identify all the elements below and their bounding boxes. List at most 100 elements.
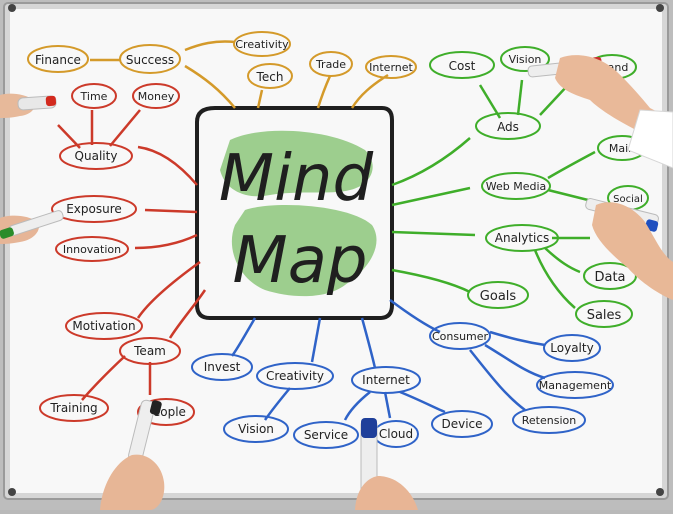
blue-connector	[383, 391, 392, 419]
analytics-label: Analytics	[495, 231, 550, 245]
green-connector	[391, 186, 471, 207]
green-marker-cap	[0, 227, 14, 239]
vision-label: Vision	[509, 53, 542, 66]
training-label: Training	[49, 401, 97, 415]
black-marker-tip	[149, 400, 162, 416]
service-node	[293, 421, 359, 449]
frame-corner	[656, 488, 664, 496]
blue-connector	[389, 298, 441, 334]
blue-marker-cap	[361, 418, 377, 438]
management-label: Management	[539, 379, 612, 392]
sales-node	[575, 300, 633, 328]
blue-connector	[484, 343, 546, 380]
blue-connector	[360, 317, 377, 369]
internet-node	[365, 55, 417, 79]
time-node	[71, 83, 117, 109]
internet-label: Internet	[369, 61, 413, 74]
center-highlight	[231, 205, 377, 297]
blue-connector	[310, 317, 322, 363]
frame-corner	[8, 488, 16, 496]
analytics-node	[485, 224, 559, 252]
vision-blue-label: Vision	[238, 422, 274, 436]
center-title-line1: Mind	[219, 142, 374, 216]
motivation-node	[65, 312, 143, 340]
exposure-node	[51, 195, 137, 223]
blue-connector	[343, 391, 371, 421]
people-node	[137, 398, 195, 426]
red-connector	[134, 233, 198, 250]
motivation-label: Motivation	[72, 319, 135, 333]
sleeve-right	[627, 109, 673, 169]
orange-connector	[184, 40, 236, 52]
ads-node	[475, 112, 541, 140]
red-connector	[168, 289, 207, 339]
creativity-label: Creativity	[235, 38, 289, 51]
success-node	[119, 44, 181, 74]
hand-right	[585, 198, 673, 300]
loyalty-node	[543, 334, 601, 362]
cloud-label: Cloud	[379, 427, 413, 441]
web-media-node	[481, 172, 551, 200]
green-connector	[391, 137, 471, 187]
innovation-node	[55, 236, 129, 262]
device-node	[431, 410, 493, 438]
creativity-blue-label: Creativity	[266, 369, 324, 383]
green-connector	[391, 268, 471, 294]
orange-connector	[256, 89, 264, 109]
loyalty-label: Loyalty	[550, 341, 593, 355]
cost-label: Cost	[449, 59, 476, 73]
invest-node	[191, 353, 253, 381]
trade-label: Trade	[315, 58, 346, 71]
hand-bottom-left	[100, 399, 165, 510]
red-connector	[144, 208, 198, 214]
blue-connector	[230, 317, 257, 357]
orange-connector	[316, 75, 332, 109]
exposure-label: Exposure	[66, 202, 122, 216]
success-label: Success	[126, 53, 174, 67]
quality-label: Quality	[75, 149, 118, 163]
retension-node	[512, 406, 586, 434]
tech-label: Tech	[256, 70, 284, 84]
money-label: Money	[138, 90, 175, 103]
hand-top-right	[527, 55, 673, 169]
finance-node	[27, 45, 89, 73]
team-node	[119, 337, 181, 365]
blue-connector	[469, 349, 526, 411]
internet-blue-node	[351, 366, 421, 394]
internet-blue-label: Internet	[362, 373, 410, 387]
web-media-label: Web Media	[486, 180, 547, 193]
red-connector	[109, 109, 141, 147]
ads-label: Ads	[497, 120, 519, 134]
green-connector	[539, 84, 569, 116]
center-box	[195, 106, 394, 320]
retension-label: Retension	[522, 414, 576, 427]
vision-node	[500, 46, 550, 72]
frame-corner	[656, 4, 664, 12]
orange-connector	[184, 64, 236, 109]
hand-top-left	[0, 93, 57, 118]
blue-connector	[399, 390, 446, 414]
creativity-blue-node	[256, 362, 334, 390]
vision-blue-node	[223, 415, 289, 443]
tech-node	[247, 63, 293, 89]
consumer-label: Consumer	[432, 330, 489, 343]
frame-corner	[8, 4, 16, 12]
goals-node	[467, 281, 529, 309]
invest-label: Invest	[204, 360, 241, 374]
finance-label: Finance	[35, 53, 81, 67]
green-connector	[547, 150, 596, 180]
red-marker-cap	[45, 95, 57, 107]
training-node	[39, 394, 109, 422]
green-connector	[533, 249, 576, 309]
money-node	[132, 83, 180, 109]
main-label: Main	[609, 142, 635, 155]
sales-label: Sales	[587, 308, 622, 323]
red-connector	[137, 145, 198, 186]
red-connector	[136, 260, 201, 319]
blue-connector	[489, 330, 546, 347]
creativity-node	[233, 31, 291, 57]
management-node	[536, 371, 614, 399]
hand-left	[0, 210, 64, 244]
center-highlight	[220, 130, 373, 197]
